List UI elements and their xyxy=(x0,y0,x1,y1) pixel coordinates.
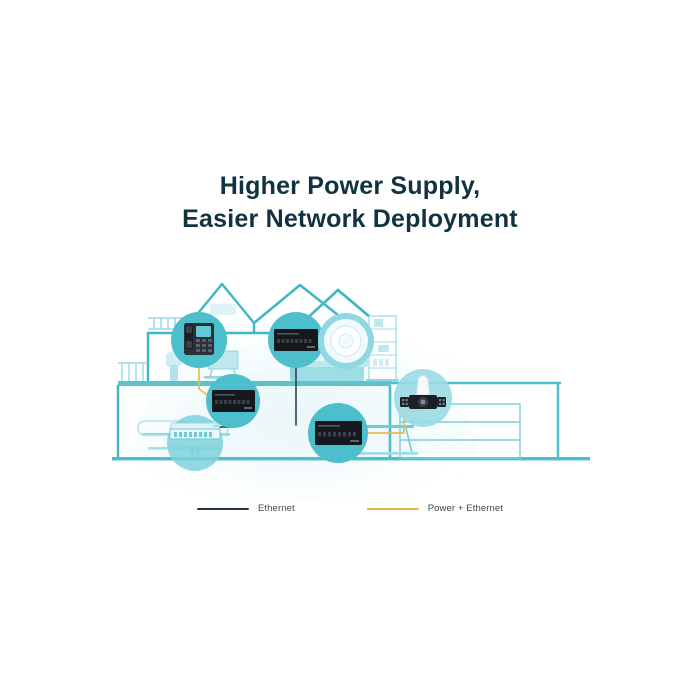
dormer-window xyxy=(210,304,236,315)
device-security-camera-group[interactable] xyxy=(394,369,452,427)
rack-switch-icon xyxy=(169,422,221,440)
page-title: Higher Power Supply, Easier Network Depl… xyxy=(0,170,700,236)
page-title-line-1: Higher Power Supply, xyxy=(219,172,481,200)
diagram-legend: Ethernet Power + Ethernet xyxy=(0,503,700,514)
legend-swatch-power-ethernet xyxy=(366,507,419,510)
lower-balcony-railing xyxy=(118,362,148,381)
upper-floor-slab xyxy=(118,381,390,386)
device-poe-switch-desk-group[interactable] xyxy=(308,403,368,463)
page-title-line-2: Easier Network Deployment xyxy=(182,205,518,233)
ap-center-dot xyxy=(338,333,354,349)
poe-switch-upper-icon xyxy=(274,329,318,351)
ip-phone-icon xyxy=(184,323,214,355)
plant-decor xyxy=(190,445,200,457)
garage-door xyxy=(399,403,521,459)
poe-switch-desk-icon xyxy=(315,421,362,445)
legend-label-ethernet: Ethernet xyxy=(258,503,295,514)
legend-item-power-ethernet: Power + Ethernet xyxy=(366,503,503,514)
device-poe-switch-upper-group[interactable] xyxy=(268,312,324,368)
security-camera-icon xyxy=(400,375,446,409)
device-ceiling-access-point-group[interactable] xyxy=(318,313,374,369)
network-deployment-diagram xyxy=(0,255,700,500)
legend-item-ethernet: Ethernet xyxy=(197,503,295,514)
legend-swatch-ethernet xyxy=(197,507,249,510)
device-poe-switch-left-group[interactable] xyxy=(206,374,260,428)
device-rack-switch-group[interactable] xyxy=(167,415,223,471)
poe-switch-left-icon xyxy=(212,390,255,412)
shelving-unit xyxy=(366,315,399,382)
device-ip-phone-group[interactable] xyxy=(171,312,227,368)
legend-label-power-ethernet: Power + Ethernet xyxy=(427,503,503,514)
